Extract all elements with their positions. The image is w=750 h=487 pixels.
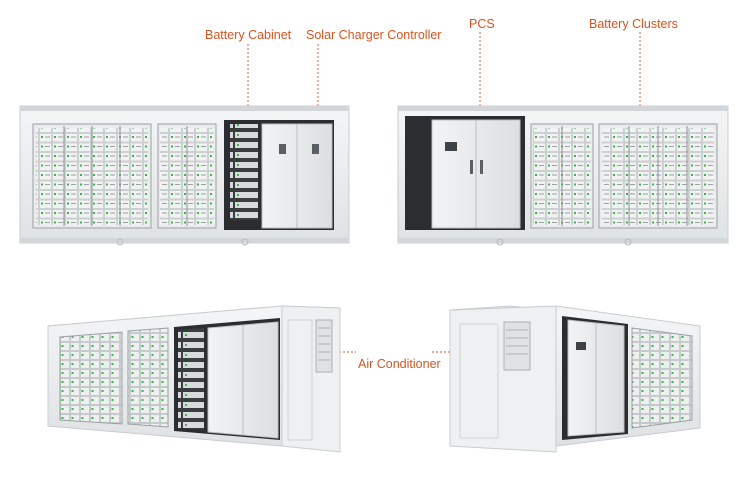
label-air-conditioner: Air Conditioner: [358, 357, 441, 371]
container-front-left: [19, 105, 350, 246]
label-solar-charger-controller: Solar Charger Controller: [306, 28, 442, 42]
label-battery-cabinet: Battery Cabinet: [205, 28, 292, 42]
label-battery-clusters: Battery Clusters: [589, 17, 678, 31]
display-panel-icon: [445, 142, 457, 151]
container-perspective-left: [47, 305, 341, 453]
battery-cabinet-rack: [230, 124, 258, 220]
label-pcs: PCS: [469, 17, 495, 31]
container-perspective-right: [449, 305, 701, 453]
container-front-right: [397, 105, 729, 246]
hvac-unit-icon: [315, 319, 333, 373]
